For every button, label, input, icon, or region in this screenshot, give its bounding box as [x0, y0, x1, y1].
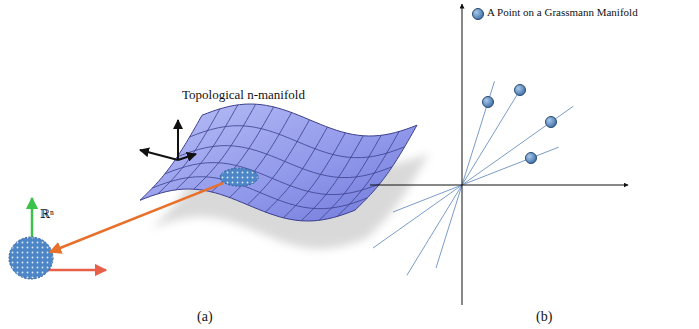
grid-line	[177, 146, 392, 178]
y-axis	[462, 4, 463, 305]
x-axis	[370, 185, 628, 186]
legend-text: A Point on a Grassmann Manifold	[487, 6, 638, 18]
subspace-line	[407, 90, 520, 275]
grid-line	[212, 107, 274, 192]
grid-line	[337, 131, 399, 216]
panel-label: (b)	[536, 309, 552, 325]
grid-line	[152, 177, 367, 209]
grid-line	[190, 126, 405, 158]
grassmann-point	[526, 153, 537, 164]
grid-line	[158, 109, 220, 194]
figure-label: ℝⁿ	[40, 207, 54, 222]
chart-map-arrow	[50, 183, 223, 252]
figure-label: Topological n-manifold	[182, 87, 305, 103]
grassmann-point	[483, 97, 494, 108]
manifold-surface	[140, 104, 417, 221]
grid-line	[248, 120, 310, 205]
euclidean-disk	[9, 237, 53, 279]
tangent-arrow	[140, 150, 178, 160]
grassmann-point	[546, 117, 557, 128]
chart-patch	[220, 168, 258, 186]
grid-line	[283, 133, 345, 218]
panel-label: (a)	[197, 309, 213, 325]
grassmann-point	[515, 85, 526, 96]
normal-arrow	[177, 120, 179, 160]
grid-line	[165, 163, 380, 195]
subspace-line	[393, 147, 559, 212]
subspace-line	[373, 106, 573, 248]
tangent-arrow	[178, 154, 196, 160]
subspace-line	[436, 81, 495, 268]
legend-swatch	[473, 9, 484, 20]
grid-line	[265, 127, 327, 212]
